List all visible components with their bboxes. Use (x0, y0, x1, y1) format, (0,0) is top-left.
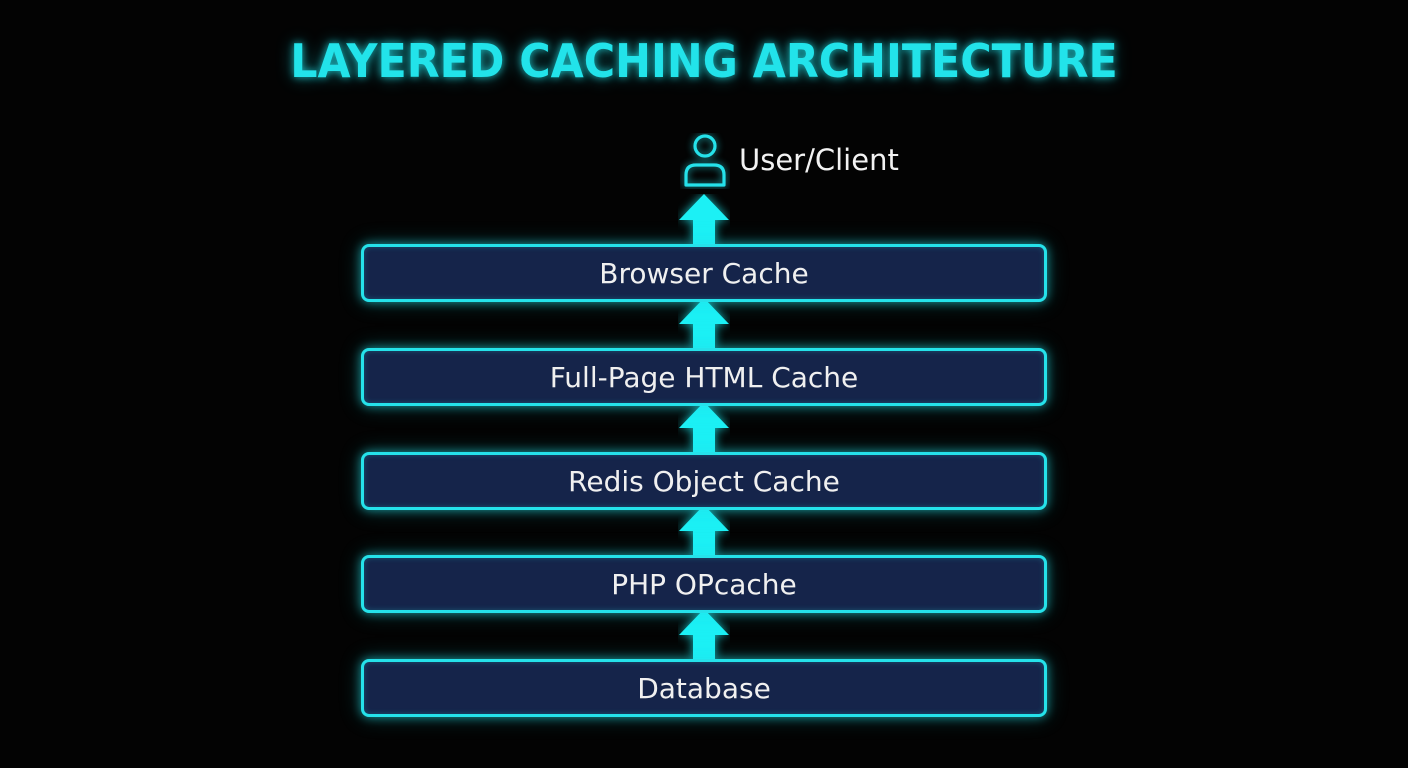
diagram-title: LAYERED CACHING ARCHITECTURE (290, 34, 1118, 88)
layer-php-opcache: PHP OPcache (361, 555, 1047, 613)
layer-redis-object-cache: Redis Object Cache (361, 452, 1047, 510)
arrow-up-icon (679, 298, 729, 348)
arrow-up-icon (679, 402, 729, 452)
layer-database: Database (361, 659, 1047, 717)
arrow-up-icon (679, 505, 729, 555)
arrow-up-icon (679, 609, 729, 659)
user-client-label: User/Client (739, 143, 899, 177)
layer-label: PHP OPcache (611, 567, 797, 601)
layer-label: Full-Page HTML Cache (549, 360, 859, 394)
user-icon (684, 134, 726, 187)
layer-label: Browser Cache (599, 256, 809, 290)
layer-label: Database (637, 671, 771, 705)
arrow-up-icon (679, 194, 729, 244)
layer-label: Redis Object Cache (568, 464, 840, 498)
layer-full-page-html-cache: Full-Page HTML Cache (361, 348, 1047, 406)
layer-browser-cache: Browser Cache (361, 244, 1047, 302)
